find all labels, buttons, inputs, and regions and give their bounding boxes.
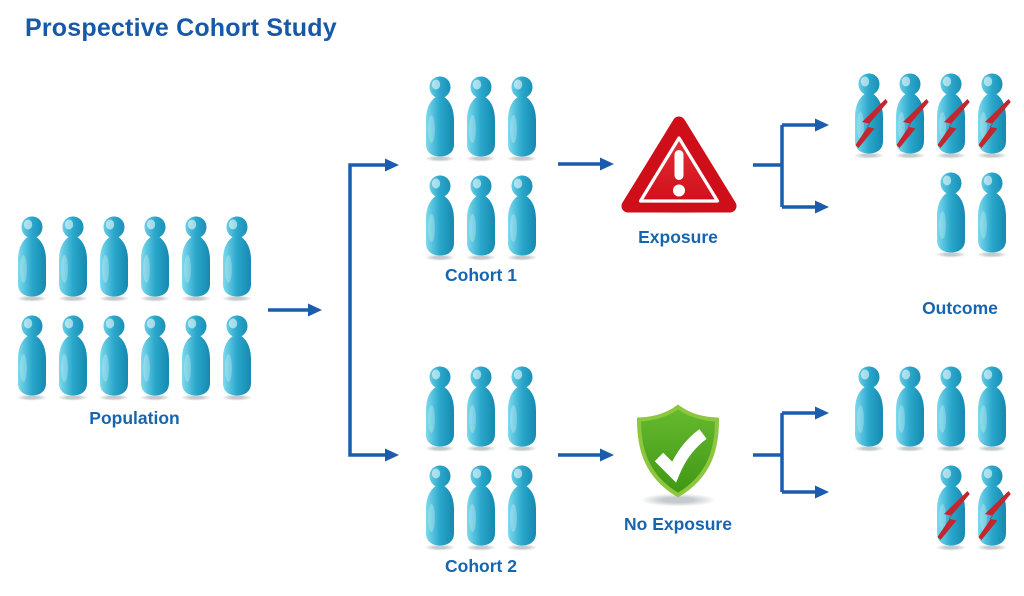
exposure-label: Exposure [638, 227, 718, 247]
pawn-icon [935, 172, 967, 258]
pawn-row [849, 71, 1012, 159]
pawn-icon [57, 216, 89, 302]
pawn-icon [424, 465, 456, 551]
pawn-icon [976, 366, 1008, 452]
noexposure-outcome-fork [753, 406, 829, 499]
pawn-icon [506, 366, 538, 452]
pawn-lightning-icon [853, 73, 888, 159]
warning-triangle-icon [620, 114, 738, 216]
pawn-icon [57, 315, 89, 401]
pawn-icon [465, 175, 497, 261]
pawn-icon [16, 315, 48, 401]
pawn-icon [853, 366, 885, 452]
pawn-lightning-icon [935, 465, 970, 551]
exposure-outcome-fork [753, 118, 829, 214]
pawn-icon [139, 315, 171, 401]
pawn-icon [139, 216, 171, 302]
pawn-icon [976, 172, 1008, 258]
pawn-icon [16, 216, 48, 302]
outcome-unexposed-group [849, 364, 1012, 551]
pawn-icon [894, 366, 926, 452]
pawn-icon [221, 315, 253, 401]
pawn-icon [98, 216, 130, 302]
pawn-lightning-icon [976, 73, 1011, 159]
pawn-icon [180, 216, 212, 302]
pawn-row [12, 214, 257, 302]
split-bracket [348, 158, 399, 462]
pawn-icon [424, 175, 456, 261]
pawn-icon [935, 366, 967, 452]
cohort2-group [420, 364, 542, 551]
pawn-row [420, 173, 542, 261]
outcome-exposed-group [849, 71, 1012, 258]
pawn-row [849, 364, 1012, 452]
pawn-lightning-icon [935, 73, 970, 159]
cohort1-label: Cohort 1 [445, 265, 517, 285]
pawn-icon [221, 216, 253, 302]
pawn-icon [506, 175, 538, 261]
page-title: Prospective Cohort Study [25, 14, 337, 42]
pawn-icon [424, 76, 456, 162]
pawn-icon [98, 315, 130, 401]
pawn-row [12, 313, 257, 401]
cohort2-label: Cohort 2 [445, 556, 517, 576]
population-to-split-arrow [268, 303, 322, 317]
pawn-row [931, 463, 1012, 551]
population-label: Population [89, 408, 180, 428]
outcome-label: Outcome [922, 298, 998, 318]
pawn-icon [424, 366, 456, 452]
pawn-icon [465, 465, 497, 551]
pawn-row [420, 463, 542, 551]
pawn-row [420, 74, 542, 162]
pawn-lightning-icon [894, 73, 929, 159]
population-group [12, 214, 257, 401]
cohort1-to-exposure-arrow [558, 157, 614, 171]
pawn-row [420, 364, 542, 452]
pawn-row [931, 170, 1012, 258]
cohort1-group [420, 74, 542, 261]
cohort2-to-noexposure-arrow [558, 448, 614, 462]
shield-check-icon [626, 404, 730, 508]
pawn-icon [180, 315, 212, 401]
pawn-icon [465, 366, 497, 452]
pawn-icon [465, 76, 497, 162]
pawn-icon [506, 465, 538, 551]
pawn-icon [506, 76, 538, 162]
pawn-lightning-icon [976, 465, 1011, 551]
no-exposure-label: No Exposure [624, 514, 732, 534]
